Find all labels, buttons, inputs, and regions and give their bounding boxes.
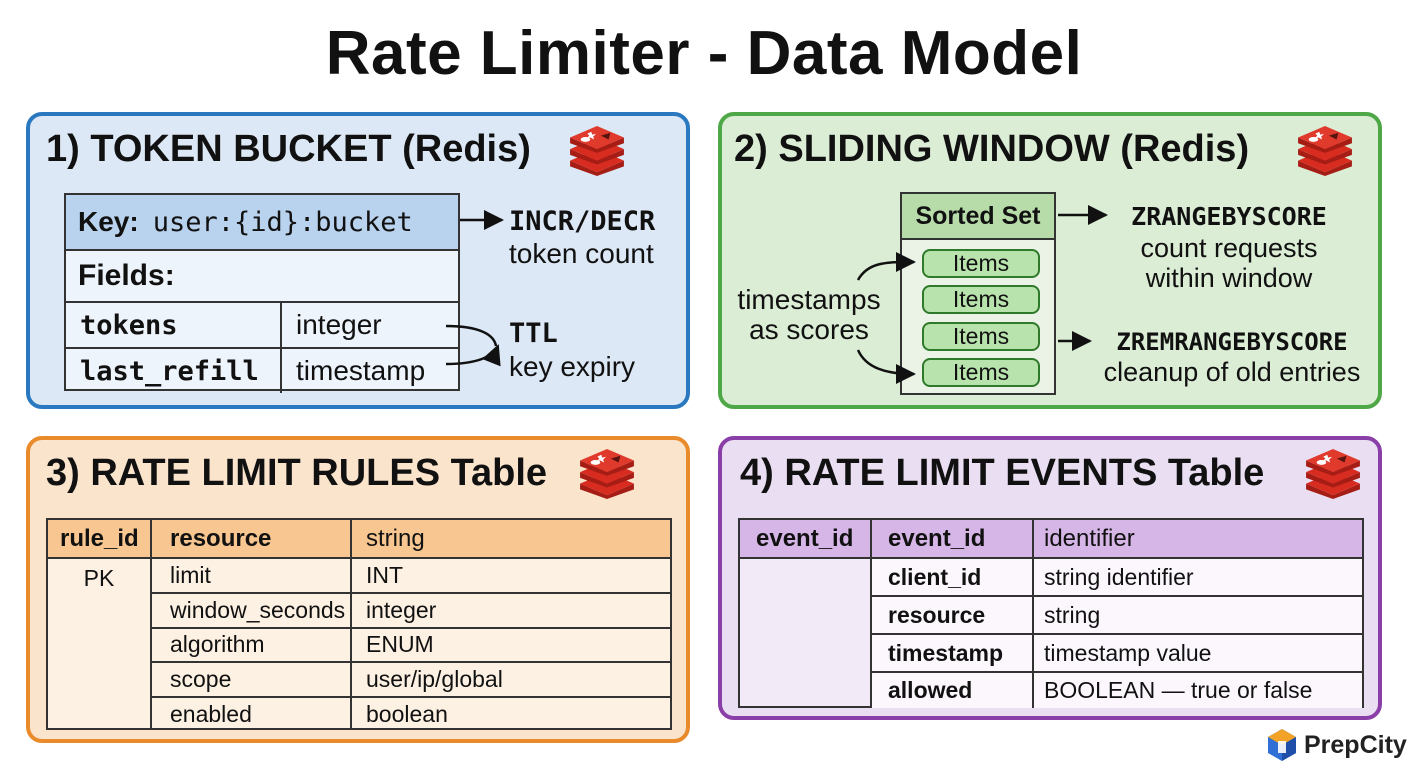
key-value: user:{id}:bucket <box>152 206 413 238</box>
table-row: algorithm ENUM <box>152 628 670 664</box>
field-type: string <box>366 524 425 552</box>
pk-label: PK <box>83 565 115 591</box>
field-type: user/ip/global <box>366 666 503 693</box>
field-row: tokens integer <box>66 303 458 349</box>
page-title: Rate Limiter - Data Model <box>325 19 1083 88</box>
table-row: scope user/ip/global <box>152 663 670 699</box>
field-type: timestamp value <box>1044 639 1212 666</box>
field-type: integer <box>366 596 437 623</box>
pk-column-name: rule_id <box>48 520 152 557</box>
token-bucket-table: Key: user:{id}:bucket Fields: tokens int… <box>64 193 460 393</box>
field-name: resource <box>872 597 1034 633</box>
zremrangebyscore-op: ZREMRANGEBYSCORE <box>1116 328 1348 356</box>
redis-icon <box>1294 126 1356 176</box>
rules-rows: limit INT window_seconds integer algorit… <box>152 559 670 731</box>
rules-table-title: 3) RATE LIMIT RULES Table <box>46 452 548 494</box>
field-name: event_id <box>872 520 1034 557</box>
field-type: timestamp <box>296 355 426 386</box>
redis-icon <box>576 449 638 499</box>
fields-label: Fields: <box>66 251 458 303</box>
field-name: client_id <box>872 559 1034 595</box>
redis-icon <box>566 126 628 176</box>
sliding-window-title: 2) SLIDING WINDOW (Redis) <box>734 128 1250 170</box>
field-name: enabled <box>152 698 352 731</box>
zrangebyscore-op: ZRANGEBYSCORE <box>1131 202 1327 231</box>
ttl-op: TTL <box>509 318 558 349</box>
sorted-set: Sorted Set Items Items Items Items <box>900 192 1056 395</box>
field-type: integer <box>296 309 382 340</box>
prepcity-logo-icon <box>1268 729 1296 761</box>
table-row: timestamp timestamp value <box>872 635 1362 673</box>
table-body: PK limit INT window_seconds integer algo… <box>48 559 670 731</box>
set-item: Items <box>922 358 1040 387</box>
brand-name: PrepCity <box>1304 730 1407 759</box>
table-row: window_seconds integer <box>152 593 670 629</box>
table-body: client_id string identifier resource str… <box>740 559 1362 709</box>
field-name: scope <box>152 663 352 697</box>
field-name: algorithm <box>152 628 352 662</box>
field-name: allowed <box>872 673 1034 709</box>
key-label: Key: <box>78 206 139 237</box>
sorted-set-title: Sorted Set <box>902 194 1054 240</box>
set-item: Items <box>922 322 1040 351</box>
field-name: timestamp <box>872 635 1034 671</box>
field-name: tokens <box>66 303 282 347</box>
incr-decr-op: INCR/DECR <box>509 206 656 237</box>
brand-logo: PrepCity <box>1266 728 1407 762</box>
table-row: resource string <box>872 597 1362 635</box>
field-type: string <box>1044 601 1101 628</box>
table-row: enabled boolean <box>152 698 670 731</box>
pk-cell: PK <box>48 559 152 730</box>
field-type: INT <box>366 561 404 588</box>
field-name: limit <box>152 559 352 592</box>
field-type: BOOLEAN — true or false <box>1044 677 1313 703</box>
redis-icon <box>1302 449 1364 499</box>
incr-decr-desc: token count <box>509 238 654 269</box>
table-row: allowed BOOLEAN — true or false <box>872 673 1362 709</box>
pk-cell <box>740 559 872 708</box>
table-header-row: rule_id resource string <box>48 520 670 559</box>
timestamps-note: timestamps <box>737 284 881 315</box>
field-name: window_seconds <box>152 593 352 627</box>
table-row: client_id string identifier <box>872 559 1362 597</box>
zrangebyscore-desc-1: count requests <box>1140 233 1318 263</box>
events-rows: client_id string identifier resource str… <box>872 559 1362 709</box>
field-type: identifier <box>1044 524 1135 552</box>
table-header-row: event_id event_id identifier <box>740 520 1362 559</box>
ttl-desc: key expiry <box>509 351 636 382</box>
field-name: last_refill <box>66 349 282 393</box>
field-type: string identifier <box>1044 563 1194 590</box>
events-table: event_id event_id identifier client_id s… <box>738 518 1364 709</box>
token-bucket-title: 1) TOKEN BUCKET (Redis) <box>46 128 531 170</box>
pk-column-name: event_id <box>740 520 872 557</box>
set-item: Items <box>922 285 1040 314</box>
zremrangebyscore-desc: cleanup of old entries <box>1103 357 1361 387</box>
field-name: resource <box>152 520 352 557</box>
field-row: last_refill timestamp <box>66 349 458 393</box>
key-row: Key: user:{id}:bucket <box>66 195 458 251</box>
set-item: Items <box>922 249 1040 278</box>
rules-table: rule_id resource string PK limit INT win… <box>46 518 672 731</box>
scores-note: as scores <box>749 314 869 345</box>
field-type: ENUM <box>366 631 434 658</box>
zrangebyscore-desc-2: within window <box>1145 263 1313 293</box>
events-table-title: 4) RATE LIMIT EVENTS Table <box>740 452 1265 494</box>
table-row: limit INT <box>152 559 670 594</box>
field-type: boolean <box>366 700 448 727</box>
